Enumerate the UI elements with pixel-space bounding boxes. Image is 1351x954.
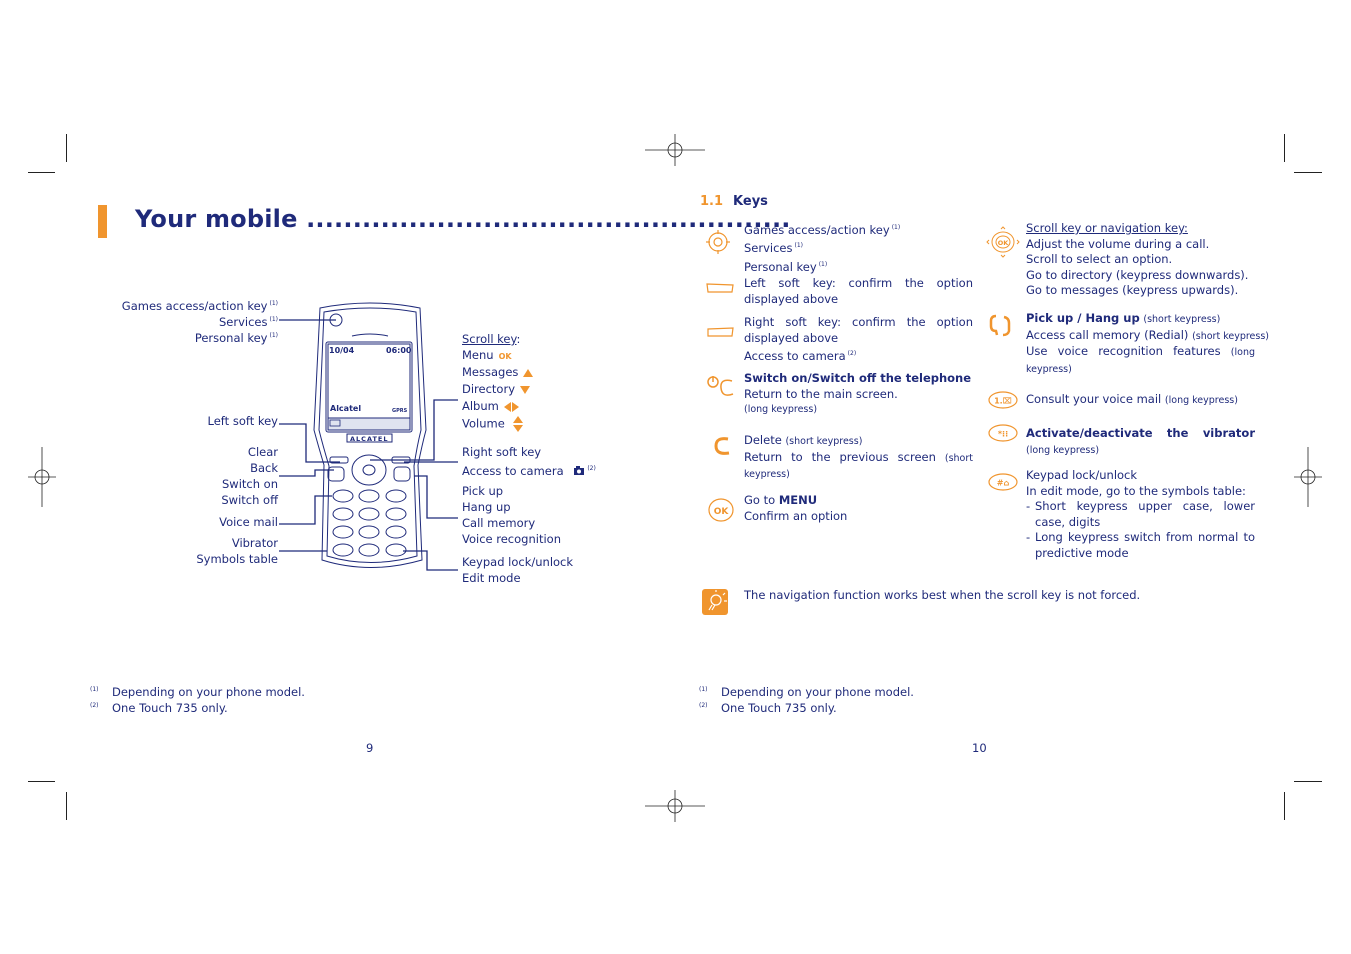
- page-number: 10: [972, 741, 987, 755]
- footnote-mark: (1): [699, 686, 708, 693]
- label-services: Services(1): [219, 314, 278, 329]
- svg-text:OK: OK: [714, 507, 730, 517]
- keypad-key-text: Keypad lock/unlock In edit mode, go to t…: [1026, 468, 1255, 560]
- footnote-text: Depending on your phone model.: [721, 685, 914, 699]
- tip-lightbulb-icon: [702, 589, 728, 615]
- navigation-key-icon: OK: [986, 226, 1020, 258]
- label-clear: Clear: [247, 445, 278, 459]
- label-access-camera: Access to camera (2): [462, 463, 596, 478]
- label-keypad-lock: Keypad lock/unlock: [462, 555, 574, 569]
- phone-brand: ALCATEL: [350, 435, 389, 443]
- arrow-right-icon: [511, 401, 519, 412]
- menu-key-text: Go to MENU Confirm an option: [744, 493, 848, 523]
- label-messages: Messages: [462, 365, 534, 381]
- label-right-soft-key: Right soft key: [462, 445, 542, 459]
- vibrator-key-text: Activate/deactivate the vibrator (long k…: [1026, 426, 1255, 456]
- arrow-left-icon: [503, 401, 511, 412]
- pickup-hangup-icon: [989, 314, 1011, 337]
- phone-screen-gprs: GPRS: [392, 408, 408, 414]
- left-soft-key-icon: [706, 283, 734, 293]
- pickup-key-text: Pick up / Hang up (short keypress) Acces…: [1026, 311, 1270, 375]
- label-voice-recognition: Voice recognition: [462, 532, 561, 546]
- delete-key-icon: [714, 437, 730, 455]
- arrow-down-icon: [520, 385, 531, 394]
- svg-text:OK: OK: [998, 239, 1010, 247]
- page-title: Your mobile ............................…: [135, 205, 791, 233]
- right-soft-key-text: Right soft key: confirm the option displ…: [744, 315, 973, 363]
- label-back: Back: [250, 461, 278, 475]
- title-accent-bar: [98, 205, 107, 238]
- label-switch-on: Switch on: [221, 477, 278, 491]
- footnote-text: One Touch 735 only.: [112, 701, 228, 715]
- label-left-soft-key: Left soft key: [207, 414, 278, 428]
- camera-icon: [574, 466, 585, 476]
- arrow-up-icon: [523, 368, 534, 377]
- label-edit-mode: Edit mode: [462, 571, 521, 585]
- svg-text:*⁝⁝: *⁝⁝: [998, 430, 1008, 439]
- label-vibrator: Vibrator: [231, 536, 278, 550]
- left-soft-key-text: Left soft key: confirm the option displa…: [744, 276, 973, 306]
- svg-text:1.⌧: 1.⌧: [994, 397, 1012, 406]
- games-key-icon: [706, 230, 730, 254]
- label-directory: Directory: [462, 382, 531, 398]
- label-call-memory: Call memory: [462, 516, 536, 530]
- tip-text: The navigation function works best when …: [744, 588, 1141, 602]
- footnote-mark: (2): [90, 702, 99, 709]
- label-pick-up: Pick up: [462, 484, 504, 498]
- scroll-key-text: Scroll key or navigation key: Adjust the…: [1026, 221, 1249, 297]
- label-games-access-key: Games access/action key(1): [121, 298, 278, 313]
- delete-key-text: Delete (short keypress) Return to the pr…: [744, 433, 973, 480]
- label-album: Album: [462, 399, 519, 415]
- label-hang-up: Hang up: [462, 500, 511, 514]
- label-switch-off: Switch off: [221, 493, 278, 507]
- phone-screen-date: 10/04: [329, 346, 355, 355]
- page-number: 9: [366, 741, 374, 755]
- ok-icon: OK: [498, 352, 512, 361]
- power-clear-icon: [707, 376, 734, 396]
- phone-screen-time: 06:00: [386, 346, 412, 355]
- label-volume: Volume: [462, 416, 524, 432]
- voicemail-key-text: Consult your voice mail (long keypress): [1026, 392, 1238, 406]
- footnote-text: One Touch 735 only.: [721, 701, 837, 715]
- games-key-text: Games access/action key(1) Services(1) P…: [744, 222, 901, 274]
- svg-text:#⌂: #⌂: [997, 479, 1009, 488]
- phone-illustration: [313, 302, 427, 568]
- switch-key-text: Switch on/Switch off the telephone Retur…: [744, 371, 972, 415]
- arrow-updown-icon: [513, 416, 524, 432]
- ok-key-icon: OK: [708, 498, 734, 522]
- label-voice-mail: Voice mail: [219, 515, 278, 529]
- label-personal-key: Personal key(1): [194, 330, 278, 345]
- vibrator-key-icon: *⁝⁝: [988, 424, 1018, 442]
- footnote-mark: (2): [699, 702, 708, 709]
- label-symbols-table: Symbols table: [196, 552, 278, 566]
- right-soft-key-icon: [707, 327, 734, 337]
- keypad-lock-icon: #⌂: [988, 473, 1018, 491]
- voicemail-key-icon: 1.⌧: [988, 391, 1018, 409]
- footnote-mark: (1): [90, 686, 99, 693]
- footnote-text: Depending on your phone model.: [112, 685, 305, 699]
- label-scroll-key: Scroll key:: [462, 332, 521, 346]
- phone-screen-operator: Alcatel: [330, 404, 362, 413]
